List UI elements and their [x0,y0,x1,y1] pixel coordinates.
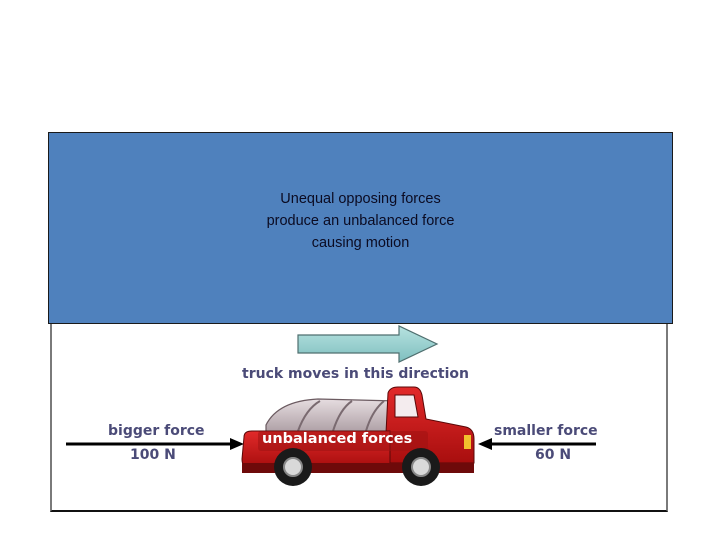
left-force-arrow-icon [66,438,244,450]
caption-line-1: Unequal opposing forces [280,191,441,207]
caption-text: Unequal opposing forces produce an unbal… [267,188,455,254]
truck-label: unbalanced forces [262,431,413,447]
caption-line-3: causing motion [311,235,410,251]
left-force-label: bigger force [108,423,205,439]
truck-icon [241,386,475,486]
right-force-label: smaller force [494,423,598,439]
caption-line-2: produce an unbalanced force [266,213,455,229]
right-force-arrow-icon [478,438,596,450]
direction-label: truck moves in this direction [242,366,469,382]
caption-banner: Unequal opposing forces produce an unbal… [48,132,673,324]
direction-arrow-icon [297,325,439,363]
right-force-value: 60 N [535,447,572,463]
left-force-value: 100 N [130,447,176,463]
